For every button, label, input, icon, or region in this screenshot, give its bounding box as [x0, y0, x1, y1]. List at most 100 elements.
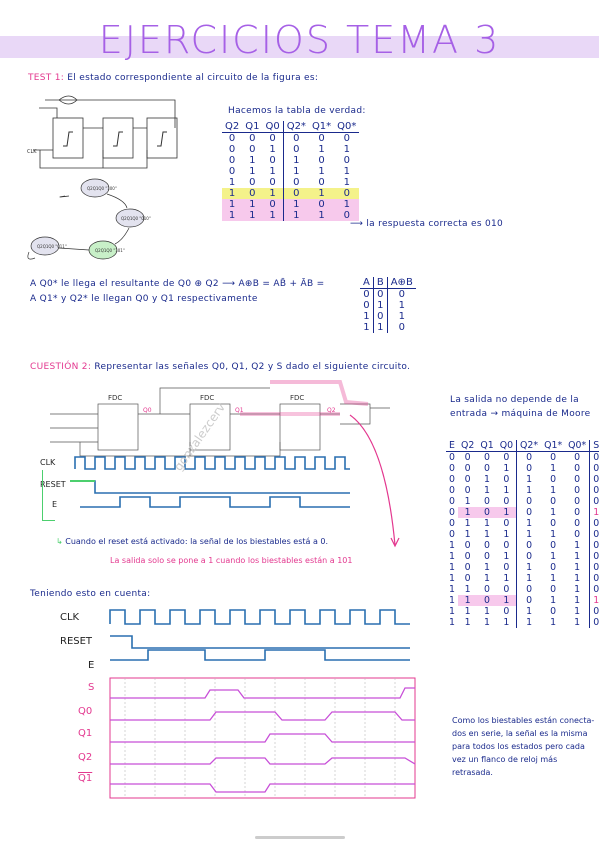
- table-cell: 1: [550, 551, 557, 562]
- table-cell: 0: [516, 496, 542, 507]
- table-cell: 1: [484, 562, 490, 573]
- wave-label: CLK: [40, 458, 56, 467]
- pink-arrow: [349, 414, 400, 548]
- table-cell: 1: [574, 551, 581, 562]
- table-cell: 1: [574, 584, 581, 595]
- note-reset: ↳ Cuando el reset está activado: la seña…: [56, 537, 329, 546]
- table-cell: 1: [282, 155, 309, 166]
- wave-label: E: [52, 500, 57, 509]
- green-arrow: [42, 470, 55, 521]
- table-cell: 1: [496, 507, 517, 518]
- fdc-label: FDC: [108, 394, 122, 402]
- table-cell: 1: [343, 166, 350, 177]
- table-cell: 1: [308, 188, 335, 199]
- table-cell: 0: [550, 518, 557, 529]
- table-cell: 0: [449, 496, 455, 507]
- table-cell: 0: [262, 199, 284, 210]
- table-cell: 0: [449, 518, 455, 529]
- table-cell: 0: [464, 474, 471, 485]
- table-cell: 1: [222, 199, 243, 210]
- table-cell: 0: [589, 540, 599, 551]
- table-cell: 1: [269, 166, 276, 177]
- table-cell: 0: [589, 485, 599, 496]
- timing-label: CLK: [60, 612, 80, 623]
- table-cell: 0: [503, 540, 510, 551]
- table-cell: 1: [386, 311, 416, 322]
- table-cell: 0: [249, 133, 256, 144]
- table-cell: 1: [574, 573, 581, 584]
- table-cell: 0: [484, 496, 490, 507]
- scrollbar[interactable]: [255, 836, 345, 839]
- table-cell: 0: [449, 529, 455, 540]
- table-cell: 0: [464, 573, 471, 584]
- table-cell: 0: [589, 551, 599, 562]
- signal-label-q1-negated: Q1: [78, 773, 93, 784]
- signal-label-q2: Q2: [78, 752, 93, 763]
- timing-caption: Teniendo esto en cuenta:: [30, 589, 151, 599]
- table-cell: 1: [574, 606, 581, 617]
- table-cell: 1: [449, 562, 455, 573]
- table-cell: 1: [449, 617, 455, 628]
- table-cell: 1: [318, 166, 325, 177]
- test1-heading: TEST 1: El estado correspondiente al cir…: [28, 73, 319, 83]
- table-cell: 0: [464, 562, 471, 573]
- table-cell: 1: [464, 606, 471, 617]
- table-cell: 1: [308, 210, 335, 221]
- table-cell: 1: [516, 518, 542, 529]
- table-cell: 1: [503, 529, 510, 540]
- table-cell: 0: [282, 177, 309, 188]
- table-cell: 1: [249, 155, 256, 166]
- state-node: Q2Q1Q0 "100": [87, 186, 117, 191]
- timing-diagram: CLK RESET E: [60, 609, 416, 799]
- table-cell: 1: [457, 507, 478, 518]
- table-cell: 0: [449, 507, 455, 518]
- table-cell: 0: [503, 584, 510, 595]
- state-node: Q2Q1Q0 "101": [95, 248, 125, 253]
- table-cell: 0: [449, 452, 455, 463]
- table-cell: 1: [449, 606, 455, 617]
- table-cell: 1: [550, 507, 557, 518]
- table-cell: 1: [449, 595, 455, 606]
- table-cell: 0: [386, 288, 416, 300]
- table-cell: 0: [503, 496, 510, 507]
- signal-label-s: S: [88, 682, 95, 693]
- table-cell: 0: [318, 133, 325, 144]
- table-cell: 0: [589, 584, 599, 595]
- table-cell: 1: [516, 617, 542, 628]
- table-cell: 1: [484, 573, 490, 584]
- table-cell: 1: [269, 144, 276, 155]
- table-cell: 1: [228, 177, 236, 188]
- moore-note-2: entrada → máquina de Moore: [450, 409, 591, 419]
- table-cell: 0: [477, 507, 497, 518]
- table-cell: 0: [318, 177, 325, 188]
- table-cell: 1: [318, 144, 325, 155]
- table-cell: 1: [550, 573, 557, 584]
- fdc-label: FDC: [290, 394, 304, 402]
- table-cell: 1: [449, 573, 455, 584]
- table-cell: 0: [464, 452, 471, 463]
- table-cell: 1: [343, 177, 350, 188]
- table-cell: 1: [282, 210, 309, 221]
- table-cell: 1: [574, 617, 581, 628]
- table-cell: 1: [372, 322, 388, 333]
- table-cell: 1: [550, 485, 557, 496]
- table-cell: 0: [464, 551, 471, 562]
- table-cell: 1: [503, 617, 510, 628]
- table-cell: 0: [503, 518, 510, 529]
- table-cell: 0: [516, 595, 542, 606]
- table-cell: 1: [334, 199, 360, 210]
